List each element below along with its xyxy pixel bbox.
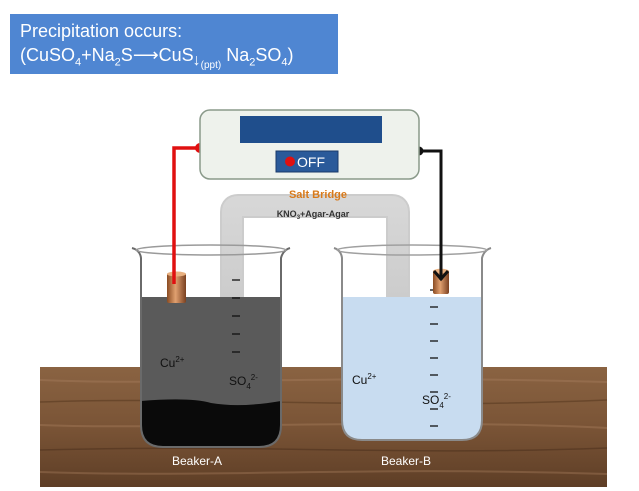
ion-base: SO xyxy=(422,393,439,407)
caption-title: Precipitation occurs: xyxy=(20,21,183,41)
beaker-b-cation-label: Cu2+ xyxy=(352,372,377,387)
wire-arrow-icon xyxy=(432,270,450,282)
salt-bridge-composition: KNO3+Agar-Agar xyxy=(277,209,350,221)
reaction-equation: (CuSO4+Na2S⟶CuS↓(ppt) Na2SO4) xyxy=(20,42,328,79)
electrode-a-top xyxy=(167,271,186,277)
reaction-caption: Precipitation occurs: (CuSO4+Na2S⟶CuS↓(p… xyxy=(10,14,338,74)
ion-charge: 2+ xyxy=(175,355,184,364)
beaker-a xyxy=(131,244,291,448)
eq-subscript: 2 xyxy=(249,56,256,69)
wooden-table xyxy=(39,367,608,487)
copper-electrode-a xyxy=(167,273,186,303)
salt-bridge xyxy=(220,194,410,360)
power-led-icon xyxy=(285,156,295,167)
ion-base: Cu xyxy=(160,356,175,370)
precipitate-layer xyxy=(141,399,281,447)
eq-subscript: 4 xyxy=(281,56,288,69)
beaker-b-solution xyxy=(342,297,482,440)
ion-base: Cu xyxy=(352,373,367,387)
comp-part: KNO xyxy=(277,209,297,219)
reaction-arrow-icon: ⟶ xyxy=(132,45,159,65)
ion-charge: 2- xyxy=(251,373,258,382)
eq-part: SO xyxy=(255,45,282,65)
beaker-a-anion-label: SO42- xyxy=(229,373,258,391)
beaker-a-cation-label: Cu2+ xyxy=(160,355,185,370)
eq-part: ) xyxy=(287,45,294,65)
ion-charge: 2- xyxy=(444,392,451,401)
precipitate-arrow-icon: ↓ xyxy=(192,52,201,69)
comp-subscript: 3 xyxy=(297,215,301,221)
beaker-a-label: Beaker-A xyxy=(172,454,222,468)
comp-part: +Agar-Agar xyxy=(300,209,350,219)
power-button-label: OFF xyxy=(297,154,325,170)
eq-subscript: 2 xyxy=(114,56,121,69)
ion-subscript: 4 xyxy=(246,382,251,391)
red-wire xyxy=(172,146,200,284)
salt-bridge-title: Salt Bridge xyxy=(289,189,347,201)
black-wire xyxy=(419,149,443,280)
eq-subscript: 4 xyxy=(75,56,82,69)
eq-part: CuS xyxy=(158,45,194,65)
meter-display xyxy=(240,116,382,143)
beaker-b-label: Beaker-B xyxy=(381,454,431,468)
eq-part: S xyxy=(120,45,133,65)
beaker-b-anion-label: SO42- xyxy=(422,392,451,410)
eq-part: +Na xyxy=(81,45,115,65)
beaker-b xyxy=(333,244,492,441)
ion-base: SO xyxy=(229,374,246,388)
eq-part: Na xyxy=(221,45,250,65)
voltmeter xyxy=(199,109,420,180)
ion-charge: 2+ xyxy=(367,372,376,381)
ion-subscript: 4 xyxy=(439,401,444,410)
power-button[interactable]: OFF xyxy=(275,150,339,173)
eq-ppt: (ppt) xyxy=(200,60,222,71)
eq-part: (CuSO xyxy=(20,45,76,65)
